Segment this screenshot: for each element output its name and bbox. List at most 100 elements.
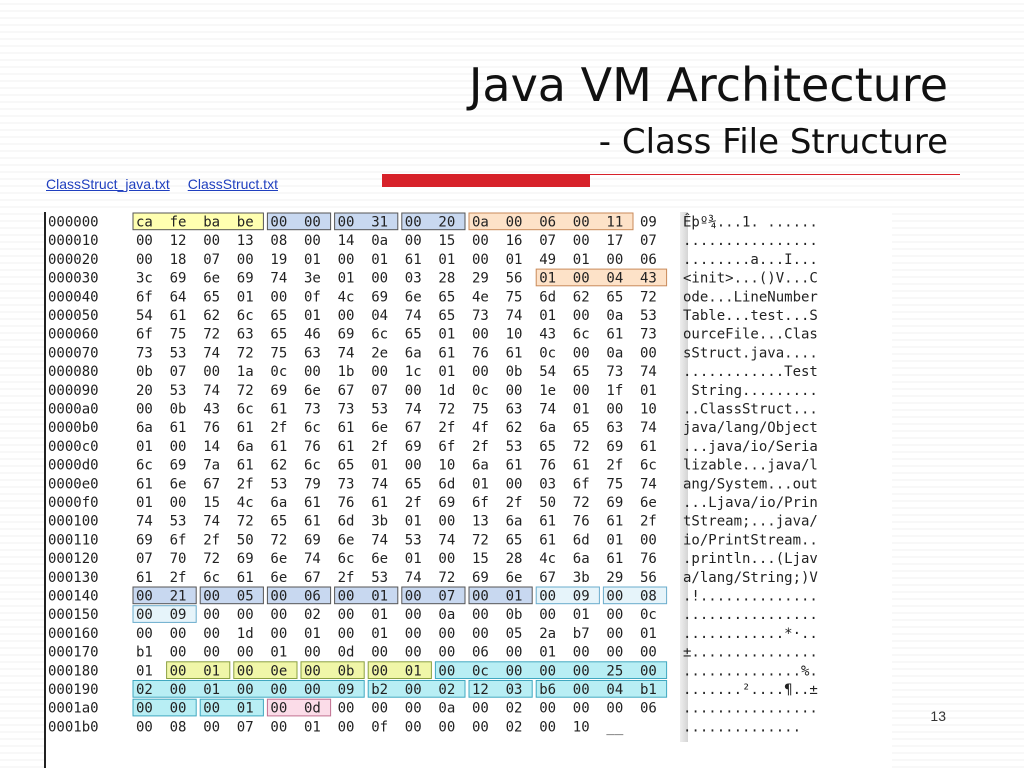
hex-byte: 00 <box>573 308 590 324</box>
hex-byte: 06 <box>472 645 489 661</box>
link-classstruct-java-txt[interactable]: ClassStruct_java.txt <box>46 176 170 192</box>
hex-byte: 4c <box>539 551 556 567</box>
hex-byte: 6e <box>270 570 287 586</box>
hex-offset: 0000f0 <box>48 495 99 511</box>
slide-title: Java VM Architecture <box>468 58 948 112</box>
byte-highlight <box>132 605 197 623</box>
hex-byte: 65 <box>606 289 623 305</box>
hex-byte: 1f <box>606 383 623 399</box>
hex-byte: 69 <box>472 570 489 586</box>
hex-byte: 4c <box>237 495 254 511</box>
hex-byte: 00 <box>405 701 422 717</box>
hex-byte: 00 <box>338 701 355 717</box>
hex-byte: 1d <box>237 626 254 642</box>
hex-byte: 62 <box>506 420 523 436</box>
hex-byte: 53 <box>170 514 187 530</box>
hex-byte: 14 <box>338 233 355 249</box>
hex-byte: 72 <box>237 345 254 361</box>
hex-byte: 74 <box>304 551 321 567</box>
hex-byte: 73 <box>338 476 355 492</box>
hex-byte: 0f <box>304 289 321 305</box>
hex-offset: 000080 <box>48 364 99 380</box>
hex-byte: 00 <box>573 215 590 231</box>
hex-byte: 00 <box>405 215 422 231</box>
hex-byte: 01 <box>304 626 321 642</box>
byte-highlight <box>602 586 668 605</box>
hex-byte: 53 <box>270 476 287 492</box>
hex-byte: b6 <box>539 682 556 698</box>
hex-byte: 53 <box>170 383 187 399</box>
ascii-column: .println...(Ljav <box>683 551 818 567</box>
hex-byte: 17 <box>606 233 623 249</box>
hex-byte: 6c <box>237 308 254 324</box>
hex-byte: 00 <box>573 233 590 249</box>
hex-byte: 21 <box>170 589 187 605</box>
hex-byte: 00 <box>640 345 657 361</box>
title-accent-bar <box>382 175 590 187</box>
ascii-column: ..ClassStruct... <box>683 402 818 418</box>
hex-byte: 2f <box>438 420 455 436</box>
hex-byte: 00 <box>237 252 254 268</box>
hex-byte: 00 <box>136 402 153 418</box>
hex-byte: 0a <box>472 215 489 231</box>
hex-byte: 6a <box>270 495 287 511</box>
hex-byte: 05 <box>506 626 523 642</box>
hex-byte: b2 <box>371 682 388 698</box>
ascii-column: java/lang/Object <box>683 420 818 436</box>
hex-byte: 6f <box>136 289 153 305</box>
hex-byte: 00 <box>270 289 287 305</box>
hex-byte: 01 <box>438 327 455 343</box>
hex-byte: 74 <box>640 420 657 436</box>
hex-byte: 72 <box>573 495 590 511</box>
hex-byte: 00 <box>539 719 556 735</box>
hex-byte: 69 <box>136 532 153 548</box>
hex-byte: 00 <box>405 383 422 399</box>
hex-byte: 74 <box>405 308 422 324</box>
hex-byte: 6a <box>539 420 556 436</box>
hex-byte: 6c <box>371 327 388 343</box>
hex-offset: 000090 <box>48 383 99 399</box>
hex-byte: 69 <box>237 551 254 567</box>
hex-byte: 00 <box>539 701 556 717</box>
byte-highlight <box>132 680 365 698</box>
hex-byte: 56 <box>506 271 523 287</box>
hex-byte: 73 <box>640 327 657 343</box>
ascii-column: a/lang/String;)V <box>683 570 818 586</box>
byte-highlight <box>166 661 231 679</box>
hex-byte: 00 <box>136 701 153 717</box>
hex-byte: 00 <box>304 645 321 661</box>
hex-byte: 72 <box>640 289 657 305</box>
hex-byte: 74 <box>203 383 220 399</box>
hex-byte: 00 <box>203 719 220 735</box>
hex-byte: 6a <box>472 458 489 474</box>
hex-byte: 15 <box>472 551 489 567</box>
hex-byte: 6e <box>371 420 388 436</box>
hex-byte: 53 <box>405 532 422 548</box>
hex-offset: 000180 <box>48 663 99 679</box>
hex-byte: 63 <box>506 402 523 418</box>
hex-byte: 61 <box>606 514 623 530</box>
hex-byte: 06 <box>539 215 556 231</box>
hex-byte: 10 <box>640 402 657 418</box>
hex-byte: 76 <box>573 514 590 530</box>
hex-byte: 0a <box>606 345 623 361</box>
hex-byte: 01 <box>506 589 523 605</box>
hex-byte: 19 <box>270 252 287 268</box>
hex-byte: 74 <box>640 476 657 492</box>
hex-byte: 76 <box>304 439 321 455</box>
hex-offset: 000160 <box>48 626 99 642</box>
hex-byte: 00 <box>136 252 153 268</box>
hex-byte: 00 <box>203 233 220 249</box>
hex-byte: 72 <box>438 570 455 586</box>
link-classstruct-txt[interactable]: ClassStruct.txt <box>187 176 278 192</box>
hex-byte: 00 <box>472 626 489 642</box>
hex-byte: 00 <box>472 233 489 249</box>
hex-byte: 6d <box>338 514 355 530</box>
hex-byte: 0c <box>539 345 556 361</box>
hex-byte: 65 <box>270 514 287 530</box>
hex-byte: 00 <box>606 626 623 642</box>
hex-byte: 00 <box>506 383 523 399</box>
ascii-column: ................ <box>683 701 818 717</box>
hex-byte: 00 <box>539 607 556 623</box>
hex-byte: 2f <box>338 570 355 586</box>
